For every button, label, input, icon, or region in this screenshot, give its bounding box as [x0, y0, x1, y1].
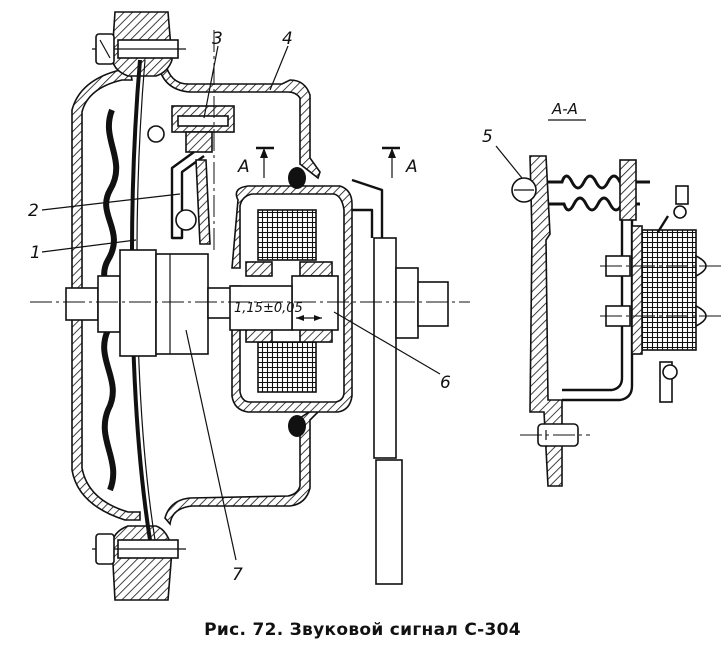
housing-shell-right: [157, 61, 321, 180]
bottom-bolt-nut: [95, 533, 115, 565]
armature: [155, 253, 209, 355]
magnet-housing: [231, 185, 353, 413]
callout-7: 7: [232, 565, 243, 585]
stem-nut: [65, 287, 99, 321]
bottom-clamp: [111, 525, 173, 601]
contact-spring: [170, 151, 205, 240]
callout-6: 6: [440, 373, 451, 393]
solder-bottom: [288, 415, 306, 437]
section-view: А-А 5: [482, 100, 722, 487]
mount-bracket: [351, 178, 384, 238]
right-nut: [395, 267, 419, 339]
gap-dimension: 1,15±0,05: [234, 301, 303, 316]
callout-3: 3: [212, 29, 223, 49]
solder-top: [288, 167, 306, 189]
section-coil: [639, 229, 697, 351]
gap-block: [229, 285, 293, 331]
coil-lower: [257, 341, 317, 393]
section-mark-left: А: [237, 157, 250, 177]
figure-caption: Рис. 72. Звуковой сигнал С-304: [204, 620, 521, 640]
stem-washer: [97, 275, 121, 333]
callout-2: 2: [28, 201, 39, 221]
coil-upper: [257, 209, 317, 261]
callout-5: 5: [482, 127, 493, 147]
main-section: А А 1,15±0,05 1 2 3 4 6 7: [28, 11, 470, 601]
anchor-plate: [119, 249, 157, 357]
contact-arm: [195, 159, 211, 245]
horn-drawing: А А 1,15±0,05 1 2 3 4 6 7 А-А: [28, 11, 722, 601]
housing-shell: [71, 69, 141, 521]
mount-post: [373, 237, 397, 459]
mount-post-lower: [375, 459, 403, 585]
callout-1: 1: [30, 243, 41, 263]
callout-4: 4: [282, 29, 293, 49]
section-title: А-А: [551, 100, 578, 118]
section-mark-right: А: [405, 157, 418, 177]
core: [291, 275, 339, 331]
